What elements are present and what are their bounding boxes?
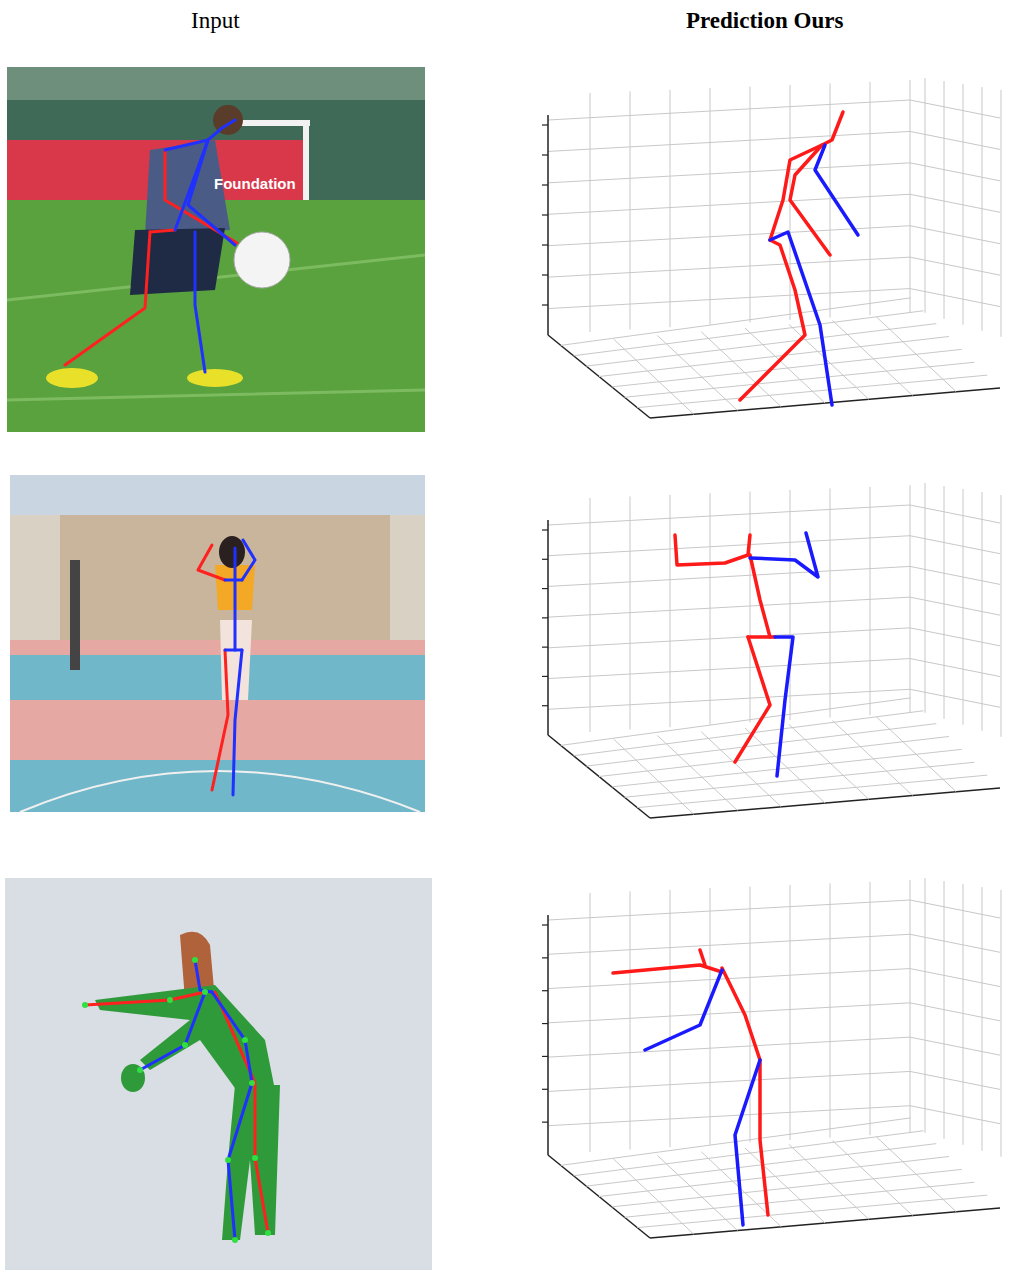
- pose-skeletons: [613, 112, 858, 1225]
- banner-text: Foundation: [214, 175, 296, 192]
- photo-dancer: [10, 475, 425, 812]
- panel-heading: Input: [191, 8, 240, 34]
- photo-football: [7, 67, 425, 432]
- panel-heading: Prediction Ours: [686, 8, 843, 34]
- pose-plots: [542, 78, 1001, 1238]
- photo-green-suit: [5, 878, 432, 1270]
